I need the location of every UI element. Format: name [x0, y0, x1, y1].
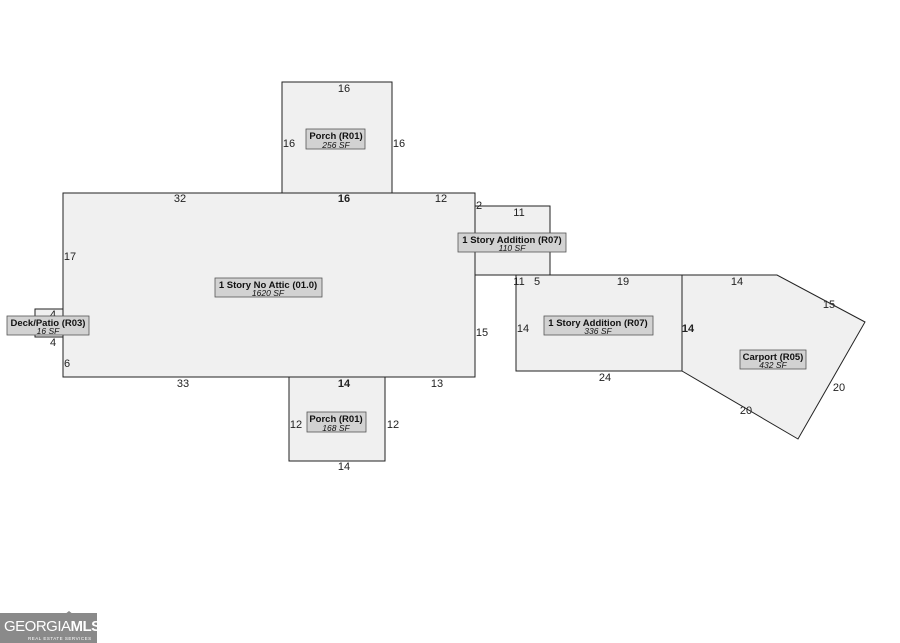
dim-label: 19: [617, 276, 629, 288]
dim-label: 2: [476, 200, 482, 212]
svg-text:Porch (R01): Porch (R01): [309, 131, 362, 142]
dim-label: 4: [50, 337, 56, 349]
area-label-main-house: 1 Story No Attic (01.0) 1620 SF: [214, 277, 323, 298]
dim-label: 16: [338, 83, 350, 95]
dim-label: 14: [338, 461, 350, 473]
dim-label: 11: [513, 276, 524, 288]
dim-label: 14: [731, 276, 743, 288]
roof-icon: [60, 611, 78, 618]
dim-label: 16: [393, 138, 405, 150]
dim-label: 6: [64, 358, 70, 370]
area-label-addition-large: 1 Story Addition (R07) 336 SF: [543, 315, 654, 336]
logo-wordmark: GEORGIAMLS: [4, 618, 101, 635]
dim-label: 16: [283, 138, 295, 150]
dim-label: 15: [476, 327, 488, 339]
svg-text:1 Story Addition (R07): 1 Story Addition (R07): [462, 235, 561, 246]
dim-label: 14: [682, 323, 695, 335]
svg-text:1620 SF: 1620 SF: [252, 288, 285, 298]
dim-label: 12: [290, 419, 302, 431]
dim-label: 20: [740, 405, 752, 417]
georgia-mls-logo: GEORGIAMLS REAL ESTATE SERVICES: [0, 611, 101, 643]
svg-text:16 SF: 16 SF: [37, 326, 60, 336]
dim-label: 5: [534, 276, 540, 288]
dim-label: 12: [435, 193, 447, 205]
svg-text:Deck/Patio (R03): Deck/Patio (R03): [11, 318, 86, 329]
dim-label: 20: [833, 382, 845, 394]
dim-label: 17: [64, 251, 76, 263]
svg-text:110 SF: 110 SF: [499, 243, 527, 253]
dim-label: 4: [50, 309, 56, 321]
area-label-porch-top: Porch (R01) 256 SF: [305, 128, 366, 150]
dim-label: 14: [517, 323, 529, 335]
dim-label: 16: [338, 193, 350, 205]
dim-label: 33: [177, 378, 189, 390]
logo-text-mls: MLS: [70, 618, 102, 635]
dim-label: 24: [599, 372, 611, 384]
dim-label: 12: [387, 419, 399, 431]
logo-tagline: REAL ESTATE SERVICES: [28, 636, 92, 641]
area-label-addition-small: 1 Story Addition (R07) 110 SF: [457, 232, 567, 253]
svg-text:432 SF: 432 SF: [759, 360, 787, 370]
dim-label: 14: [338, 378, 351, 390]
area-label-deck-patio: Deck/Patio (R03) 16 SF: [6, 315, 90, 336]
dim-label: 15: [823, 299, 835, 311]
dim-label: 13: [431, 378, 443, 390]
dim-label: 11: [513, 207, 524, 219]
dim-label: 32: [174, 193, 186, 205]
svg-text:168 SF: 168 SF: [322, 423, 350, 433]
logo-text-georgia: GEORGIA: [4, 618, 71, 635]
svg-text:Porch (R01): Porch (R01): [309, 414, 362, 425]
svg-text:Carport (R05): Carport (R05): [743, 352, 804, 363]
area-label-porch-bottom: Porch (R01) 168 SF: [306, 411, 367, 433]
svg-text:336 SF: 336 SF: [584, 326, 612, 336]
svg-text:256 SF: 256 SF: [321, 140, 350, 150]
svg-text:1 Story No Attic (01.0): 1 Story No Attic (01.0): [219, 280, 317, 291]
area-label-carport: Carport (R05) 432 SF: [739, 349, 807, 370]
svg-text:1 Story Addition (R07): 1 Story Addition (R07): [548, 318, 647, 329]
